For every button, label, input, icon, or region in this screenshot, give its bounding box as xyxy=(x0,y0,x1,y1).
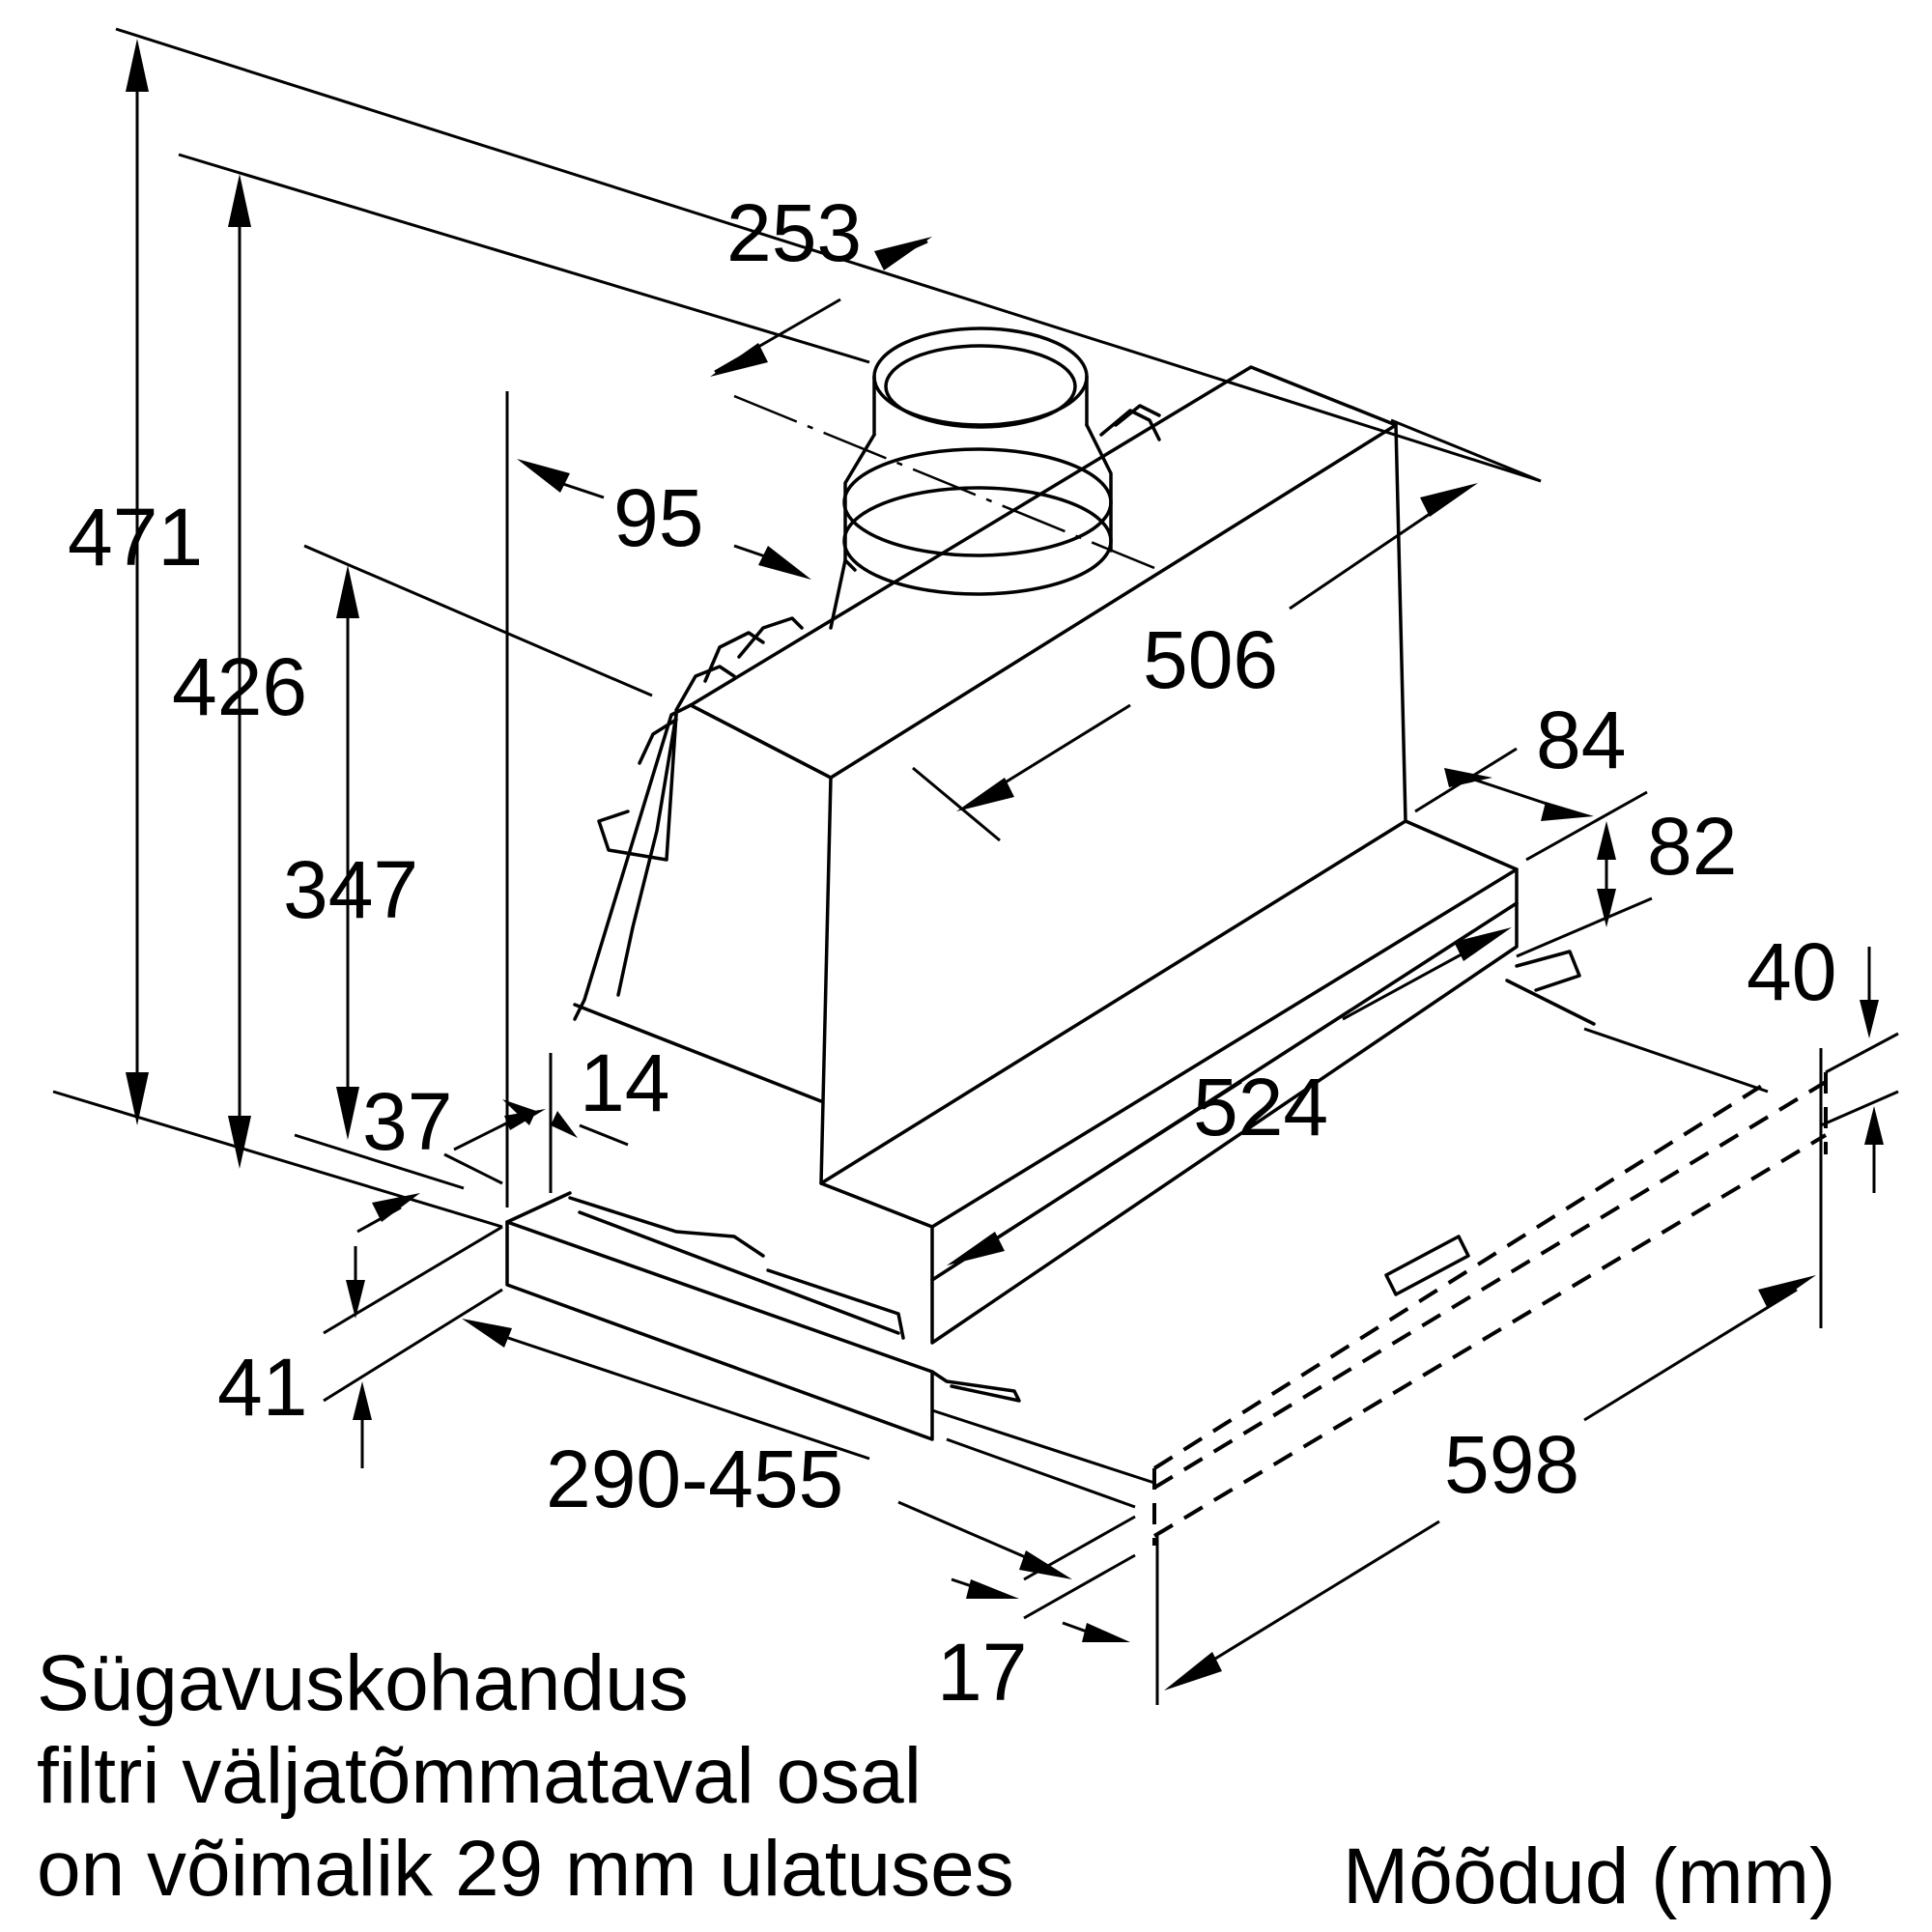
note-line-2: filtri väljatõmmataval osal xyxy=(37,1732,922,1820)
note-line-3: on võimalik 29 mm ulatuses xyxy=(37,1825,1014,1913)
dim-524: 524 xyxy=(1193,1062,1328,1152)
dim-95: 95 xyxy=(613,472,703,563)
dim-40: 40 xyxy=(1747,926,1836,1017)
dim-17: 17 xyxy=(937,1627,1027,1718)
dim-290-455: 290-455 xyxy=(546,1434,843,1524)
dimension-arrows xyxy=(126,39,1884,1690)
dim-426: 426 xyxy=(172,641,307,732)
dim-84: 84 xyxy=(1536,695,1626,785)
dim-347: 347 xyxy=(283,844,418,935)
dim-14: 14 xyxy=(580,1037,669,1128)
dim-471: 471 xyxy=(68,492,203,582)
duct-connector xyxy=(674,327,1161,712)
dim-41: 41 xyxy=(217,1342,307,1433)
dim-82: 82 xyxy=(1647,801,1737,892)
dim-253: 253 xyxy=(726,187,862,278)
dimension-labels: 471 426 347 253 95 506 84 82 40 37 14 52… xyxy=(68,187,1836,1718)
dim-506: 506 xyxy=(1143,614,1278,705)
extended-filter-outline xyxy=(1152,1072,1828,1546)
units-label: Mõõdud (mm) xyxy=(1343,1833,1836,1920)
dim-37: 37 xyxy=(362,1076,452,1167)
note-line-1: Sügavuskohandus xyxy=(37,1639,689,1727)
dim-598: 598 xyxy=(1444,1419,1579,1510)
depth-adjustment-note: Sügavuskohandus filtri väljatõmmataval o… xyxy=(37,1637,1014,1916)
